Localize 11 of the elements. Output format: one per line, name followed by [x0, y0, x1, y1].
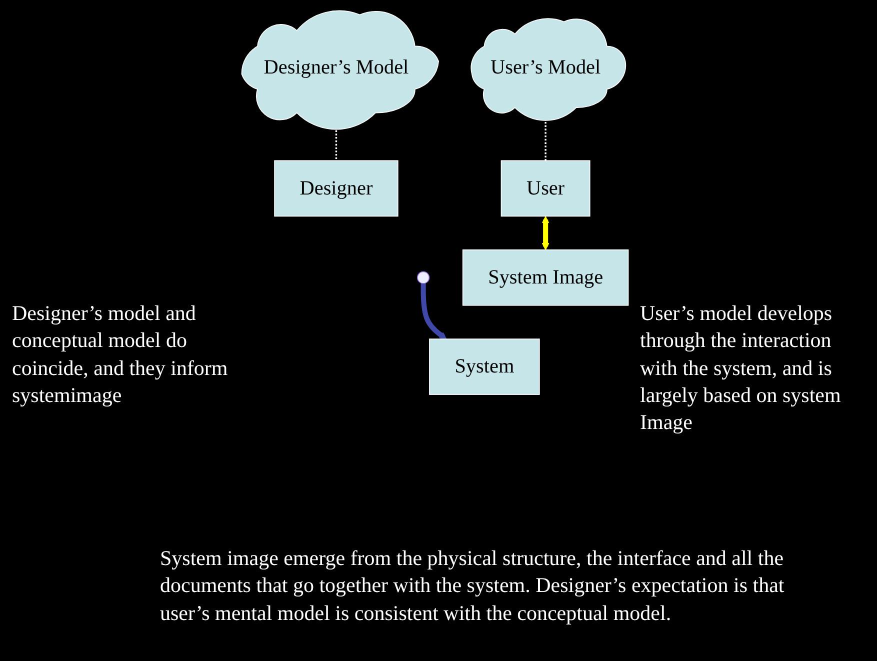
- process-box: User: [500, 160, 590, 217]
- thought-cloud: Designer’s Model: [241, 10, 439, 130]
- process-box: System: [429, 338, 540, 395]
- note-text: User’s model develops through the interaction with the system, and is largely based on system Image: [640, 300, 842, 436]
- arrow: [420, 283, 447, 340]
- note-text: System image emerge from the physical structure, the interface and all the documents that go together with the system. Designer’s expectation is that user’s mental model is consistent with the conceptual model.: [160, 545, 786, 627]
- process-box: System Image: [462, 249, 629, 306]
- thought-cloud: User’s Model: [470, 18, 626, 121]
- arrow: [542, 216, 550, 250]
- process-box: Designer: [274, 160, 398, 217]
- note-text: Designer’s model and conceptual model do coincide, and they inform systemimage: [12, 300, 229, 409]
